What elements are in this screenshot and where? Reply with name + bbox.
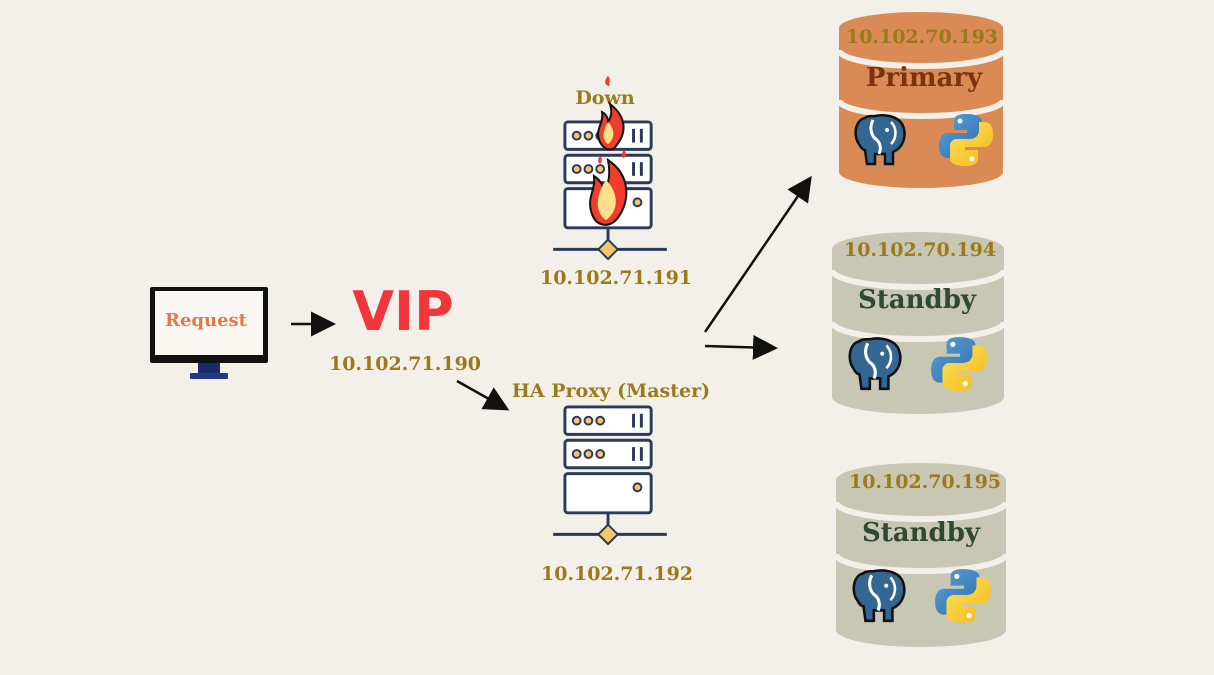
arrow-to-primary — [703, 175, 812, 333]
db-role: Standby — [858, 285, 977, 315]
database-primary: 10.102.70.193 Primary — [836, 12, 1006, 188]
monitor-icon — [150, 287, 268, 379]
proxy-down-status: Down — [575, 87, 635, 109]
arrow-to-standby — [704, 334, 778, 360]
vip-ip: 10.102.71.190 — [329, 353, 481, 375]
db-ip: 10.102.70.193 — [846, 26, 998, 48]
proxy-master-label: HA Proxy (Master) — [512, 380, 710, 402]
proxy-down-ip: 10.102.71.191 — [540, 267, 692, 289]
proxy-master-ip: 10.102.71.192 — [541, 563, 693, 585]
db-role: Primary — [866, 63, 983, 93]
vip-label: VIP — [352, 280, 453, 343]
db-ip: 10.102.70.195 — [849, 471, 1001, 493]
database-standby-2: 10.102.70.195 Standby — [833, 463, 1009, 647]
database-standby-1: 10.102.70.194 Standby — [829, 232, 1007, 414]
db-ip: 10.102.70.194 — [844, 239, 996, 261]
db-role: Standby — [862, 518, 981, 548]
flame-icon — [589, 76, 628, 226]
server-rack-icon — [551, 405, 669, 546]
request-label: Request — [165, 310, 248, 331]
arrow-vip-to-master — [456, 379, 510, 411]
